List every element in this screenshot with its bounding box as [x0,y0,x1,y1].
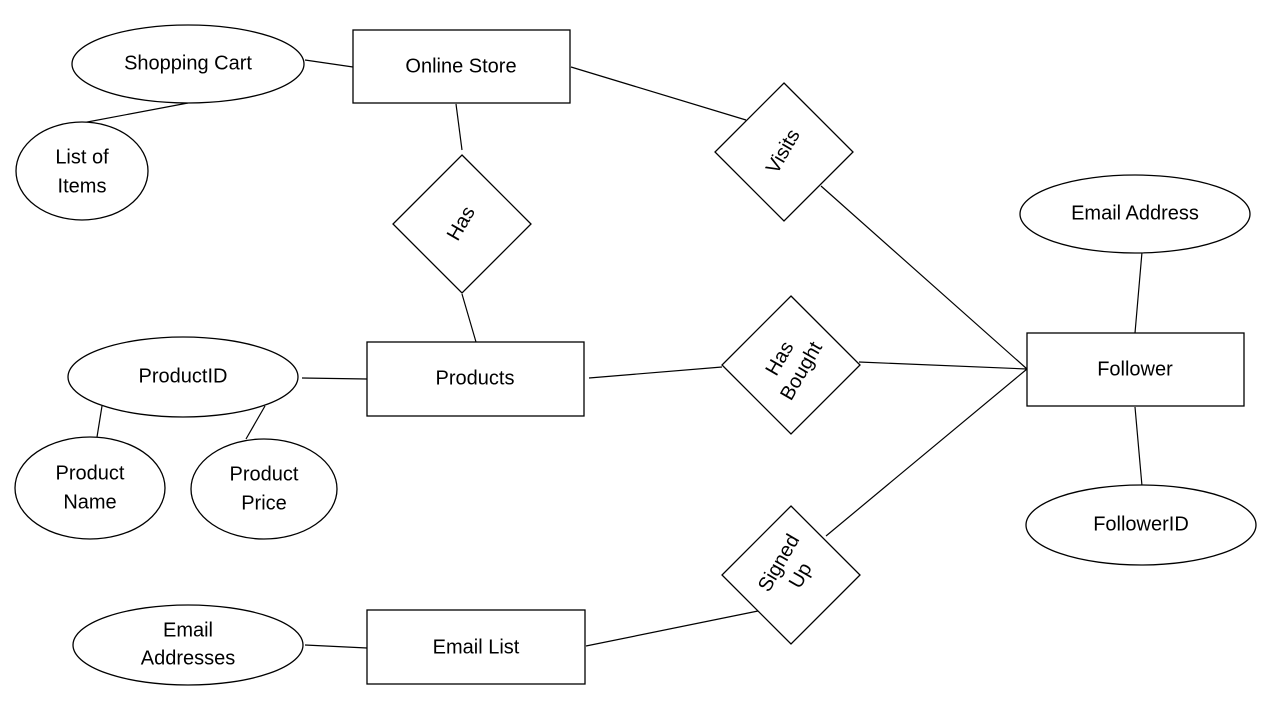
edge-has-bought-follower [858,361,1028,370]
entity-label: Online Store [405,55,516,77]
attribute-label-line-1: List of [55,146,109,168]
edge-online-store-visits [570,66,747,121]
edge-follower-follower-id [1134,406,1143,487]
attribute-ellipse [15,121,149,221]
relationship-signed-up: Signed Up [721,505,861,645]
attribute-label-line-2: Name [63,491,116,513]
attribute-label: Email Address [1071,202,1199,224]
entity-box [366,609,586,685]
entity-follower: Follower [1026,332,1245,407]
relationship-diamond [714,82,854,222]
attribute-label-line-2: Items [58,175,107,197]
connectors [81,59,1143,649]
attribute-email-address: Email Address [1019,174,1251,254]
relationship-visits: Visits [714,82,854,222]
attribute-label-line-2: Addresses [141,647,236,669]
attribute-follower-id: FollowerID [1025,484,1257,566]
edge-products-has-bought [588,366,723,379]
edge-signed-up-follower [825,368,1028,537]
relationship-diamond [721,295,861,435]
entity-online-store: Online Store [352,29,571,104]
entity-email-list: Email List [366,609,586,685]
edge-email-list-signed-up [585,610,759,647]
edge-email-addresses-email-list [304,644,368,649]
attribute-label-line-1: Email [163,619,213,641]
attribute-label: ProductID [139,365,228,387]
edge-visits-follower [820,185,1028,370]
attribute-ellipse [71,24,305,104]
attribute-label: FollowerID [1093,513,1189,535]
attribute-ellipse [14,436,166,540]
attribute-product-id: ProductID [67,336,299,418]
relationship-diamond [721,505,861,645]
edge-email-address-follower [1134,251,1143,334]
entity-box [1026,332,1245,407]
attribute-product-price: Product Price [190,438,338,540]
edge-product-id-product-price [245,405,266,440]
attribute-product-name: Product Name [14,436,166,540]
attribute-label-line-1: Product [56,462,125,484]
attribute-ellipse [1025,484,1257,566]
edge-has-products [461,293,477,343]
edge-shopping-cart-list-of-items [81,102,189,124]
attribute-label-line-1: Product [230,463,299,485]
relationship-has: Has [392,154,532,294]
attribute-ellipse [190,438,338,540]
entity-label: Email List [433,636,520,658]
attribute-list-of-items: List of Items [15,121,149,221]
attribute-email-addresses: Email Addresses [72,604,304,686]
edge-shopping-cart-online-store [304,59,354,68]
attribute-ellipse [67,336,299,418]
entity-label: Follower [1097,358,1173,380]
relationship-has-bought: Has Bought [721,295,861,435]
relationship-diamond [392,154,532,294]
edge-product-id-product-name [96,405,103,438]
attribute-ellipse [72,604,304,686]
attribute-shopping-cart: Shopping Cart [71,24,305,104]
edge-product-id-products [301,377,368,380]
entity-products: Products [366,341,585,417]
entity-label: Products [436,367,515,389]
entity-box [352,29,571,104]
entity-box [366,341,585,417]
edge-online-store-has [455,103,463,151]
attribute-label: Shopping Cart [124,52,252,74]
attribute-ellipse [1019,174,1251,254]
attribute-label-line-2: Price [241,492,287,514]
